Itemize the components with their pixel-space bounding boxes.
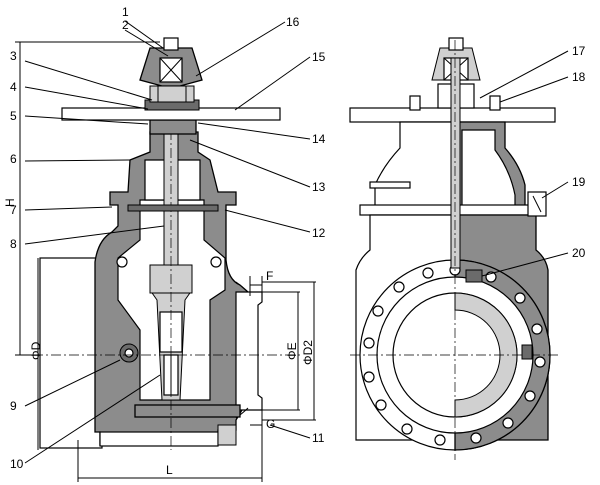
part-label-8: 8 xyxy=(10,237,17,251)
part-label-17: 17 xyxy=(572,44,586,58)
part-label-10: 10 xyxy=(10,457,24,471)
part-label-4: 4 xyxy=(10,80,17,94)
part-label-6: 6 xyxy=(10,152,17,166)
leader-lines xyxy=(24,20,569,464)
socket-end xyxy=(235,291,263,411)
part-label-11: 11 xyxy=(312,431,325,445)
dim-label-l: L xyxy=(166,463,173,477)
dim-label-d2: ΦD2 xyxy=(301,340,315,365)
part-label-3: 3 xyxy=(10,49,17,63)
part-label-16: 16 xyxy=(286,15,300,29)
flange-bolt-holes xyxy=(363,264,546,446)
dim-label-e: ΦE xyxy=(285,342,299,360)
right-front-view xyxy=(349,37,560,460)
left-section-view xyxy=(39,37,281,450)
part-label-13: 13 xyxy=(312,180,326,194)
dim-label-h: H xyxy=(3,198,17,207)
part-label-7: 7 xyxy=(10,203,17,217)
part-labels: 1 2 3 4 5 6 7 8 9 10 11 12 13 14 15 16 1… xyxy=(10,5,586,471)
bolt-hole-left xyxy=(116,256,128,268)
dim-label-f: F xyxy=(266,269,273,283)
part-label-9: 9 xyxy=(10,399,17,413)
part-label-1: 1 xyxy=(122,5,129,19)
bolt-hole-right xyxy=(210,256,222,268)
part-label-19: 19 xyxy=(572,175,586,189)
part-label-20: 20 xyxy=(572,246,586,260)
part-label-18: 18 xyxy=(572,70,586,84)
part-label-15: 15 xyxy=(312,50,326,64)
dim-label-d: ΦD xyxy=(29,341,43,360)
part-label-5: 5 xyxy=(10,109,17,123)
part-label-2: 2 xyxy=(122,18,129,32)
dim-label-g: G xyxy=(266,417,275,431)
dimension-lines xyxy=(15,41,316,482)
part-label-12: 12 xyxy=(312,226,326,240)
left-end-flange xyxy=(39,257,103,449)
part-label-14: 14 xyxy=(312,132,326,146)
dimension-labels: H ΦD L ΦE ΦD2 F G xyxy=(3,198,315,477)
